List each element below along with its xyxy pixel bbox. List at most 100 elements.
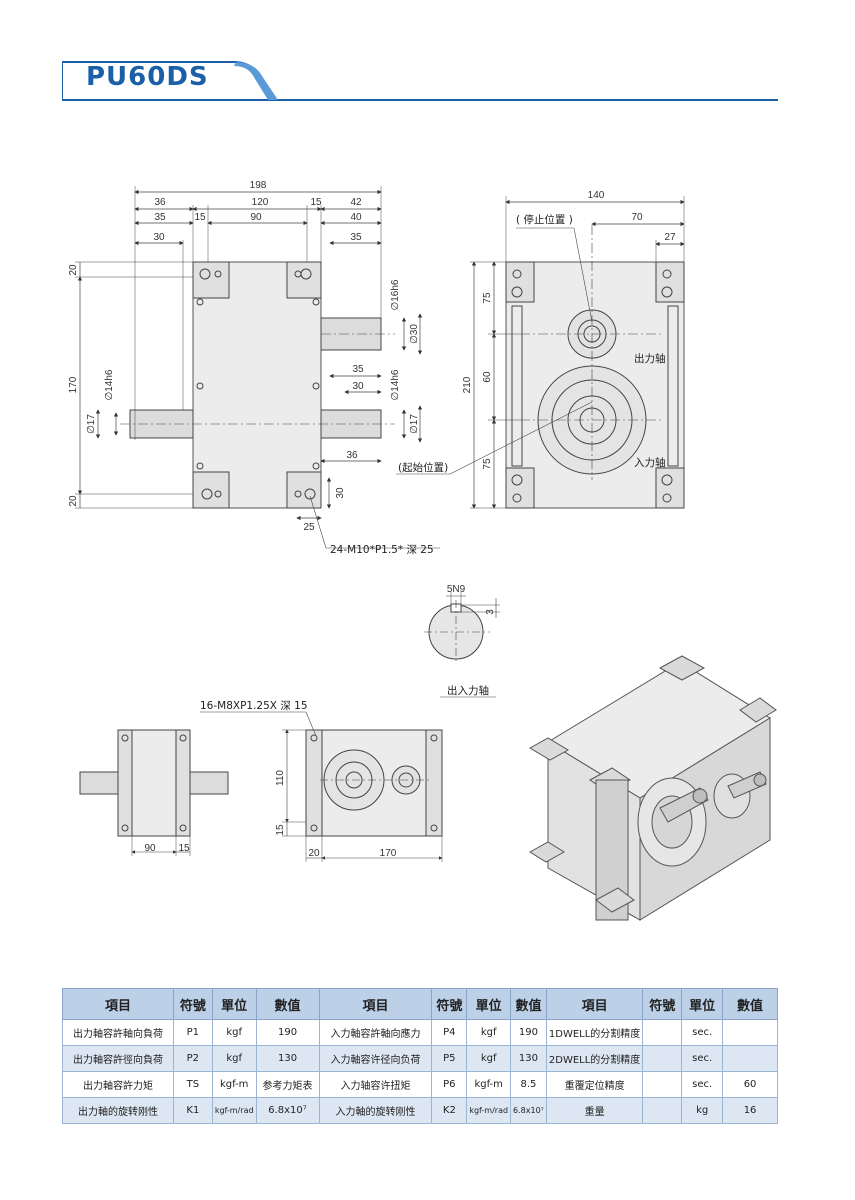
table-cell: 130 bbox=[510, 1045, 547, 1072]
table-cell: sec. bbox=[681, 1071, 724, 1098]
dimension-label: 210 bbox=[462, 376, 473, 393]
table-cell: kgf bbox=[211, 1019, 257, 1046]
table-cell bbox=[722, 1019, 778, 1046]
table-cell: P5 bbox=[431, 1045, 468, 1072]
dimension-label: ∅14h6 bbox=[390, 369, 401, 400]
table-cell: 8.5 bbox=[510, 1071, 547, 1098]
dimension-label: 20 bbox=[68, 264, 79, 276]
dimension-label: 15 bbox=[178, 843, 190, 854]
dimension-label: 90 bbox=[250, 212, 262, 223]
col-item-3: 項目 bbox=[545, 988, 644, 1020]
table-cell: 出力軸的旋转刚性 bbox=[62, 1097, 174, 1124]
spec-table: 項目 符號 單位 數值 項目 符號 單位 數值 項目 符號 單位 數值 出力軸容… bbox=[62, 988, 778, 1124]
dimension-label: 20 bbox=[68, 495, 79, 507]
table-cell: kgf-m bbox=[211, 1071, 257, 1098]
dimension-label: 15 bbox=[194, 212, 206, 223]
key-detail bbox=[424, 592, 500, 664]
col-unit-1: 單位 bbox=[211, 988, 257, 1020]
table-cell: K2 bbox=[431, 1097, 468, 1124]
table-cell: 入力軸容许径向负荷 bbox=[318, 1045, 433, 1072]
dimension-label: 25 bbox=[303, 522, 315, 533]
dimension-label: 20 bbox=[308, 848, 320, 859]
table-cell: sec. bbox=[681, 1045, 724, 1072]
dimension-label: 60 bbox=[482, 371, 493, 383]
thread-note-front: 24-M10*P1.5* 深 25 bbox=[330, 544, 434, 556]
table-cell: 入力轴容许扭矩 bbox=[318, 1071, 433, 1098]
dimension-label: 15 bbox=[275, 824, 286, 836]
dimension-label: ∅30 bbox=[409, 324, 420, 344]
bottom-center-view bbox=[200, 711, 443, 862]
table-cell bbox=[642, 1071, 683, 1098]
table-cell: 60 bbox=[722, 1071, 778, 1098]
col-item-1: 項目 bbox=[62, 988, 174, 1020]
dimension-label: 170 bbox=[68, 376, 79, 393]
dimension-label: 30 bbox=[153, 232, 165, 243]
table-cell: 6.8x10⁷ bbox=[255, 1097, 320, 1124]
table-cell: kgf-m/rad bbox=[211, 1097, 257, 1124]
table-cell: K1 bbox=[172, 1097, 213, 1124]
side-view-dims: 140 70 27 210 75 60 75 ( 停止位置 ) (起始位置) 出… bbox=[398, 190, 676, 474]
technical-drawing: 198 36 120 15 42 35 15 90 40 30 35 20 17… bbox=[68, 180, 777, 921]
dimension-label: ∅14h6 bbox=[104, 369, 115, 400]
table-cell bbox=[642, 1045, 683, 1072]
dimension-label: 15 bbox=[310, 197, 322, 208]
table-cell: 入力軸的旋转刚性 bbox=[318, 1097, 433, 1124]
dimension-label: 35 bbox=[154, 212, 166, 223]
dimension-label: 75 bbox=[482, 458, 493, 470]
dimension-label: 90 bbox=[144, 843, 156, 854]
front-view bbox=[75, 186, 440, 549]
dimension-label: 198 bbox=[250, 180, 267, 191]
table-cell: kgf bbox=[466, 1045, 512, 1072]
table-cell: kgf bbox=[211, 1045, 257, 1072]
dimension-label: 5N9 bbox=[447, 584, 466, 595]
col-symbol-1: 符號 bbox=[172, 988, 213, 1020]
side-view bbox=[396, 196, 685, 509]
table-cell: 6.8x10⁷ bbox=[510, 1097, 547, 1124]
key-caption: 出入力轴 bbox=[447, 684, 489, 697]
dimension-label: 35 bbox=[352, 364, 364, 375]
dimension-label: 70 bbox=[631, 212, 643, 223]
table-cell: P6 bbox=[431, 1071, 468, 1098]
dimension-label: 75 bbox=[482, 292, 493, 304]
table-cell: 2DWELL的分割精度 bbox=[545, 1045, 644, 1072]
title-tab bbox=[62, 61, 778, 101]
dimension-label: 36 bbox=[346, 450, 358, 461]
dimension-label: 36 bbox=[154, 197, 166, 208]
dimension-label: 120 bbox=[252, 197, 269, 208]
table-cell: 16 bbox=[722, 1097, 778, 1124]
table-cell: 出力軸容許力矩 bbox=[62, 1071, 174, 1098]
model-title: PU60DS bbox=[86, 62, 209, 92]
dimension-label: ∅17 bbox=[86, 414, 97, 434]
dimension-label: 27 bbox=[664, 232, 676, 243]
dimension-label: 30 bbox=[335, 487, 346, 499]
table-cell: kgf-m/rad bbox=[466, 1097, 512, 1124]
table-cell bbox=[642, 1019, 683, 1046]
isometric-view bbox=[529, 655, 777, 921]
table-cell bbox=[642, 1097, 683, 1124]
spec-header-row: 項目 符號 單位 數值 項目 符號 單位 數值 項目 符號 單位 數值 bbox=[62, 988, 778, 1020]
dimension-label: 170 bbox=[380, 848, 397, 859]
table-cell: 1DWELL的分割精度 bbox=[545, 1019, 644, 1046]
bottom-left-view bbox=[79, 729, 229, 856]
table-cell: kg bbox=[681, 1097, 724, 1124]
table-cell: 入力軸容許軸向應力 bbox=[318, 1019, 433, 1046]
table-cell: 重覆定位精度 bbox=[545, 1071, 644, 1098]
front-view-dims: 198 36 120 15 42 35 15 90 40 30 35 20 17… bbox=[68, 180, 434, 556]
dimension-label: 140 bbox=[588, 190, 605, 201]
table-cell: 190 bbox=[255, 1019, 320, 1046]
thread-note-bottom: 16-M8XP1.25X 深 15 bbox=[200, 700, 308, 712]
col-value-1: 數值 bbox=[255, 988, 320, 1020]
table-cell: kgf-m bbox=[466, 1071, 512, 1098]
table-cell: 出力軸容許徑向負荷 bbox=[62, 1045, 174, 1072]
table-cell: 参考力矩表 bbox=[255, 1071, 320, 1098]
table-cell: kgf bbox=[466, 1019, 512, 1046]
stop-position-label: ( 停止位置 ) bbox=[516, 213, 573, 226]
table-cell: 重量 bbox=[545, 1097, 644, 1124]
table-cell: P1 bbox=[172, 1019, 213, 1046]
table-cell: P4 bbox=[431, 1019, 468, 1046]
col-symbol-3: 符號 bbox=[642, 988, 683, 1020]
dimension-label: 3 bbox=[485, 609, 496, 615]
